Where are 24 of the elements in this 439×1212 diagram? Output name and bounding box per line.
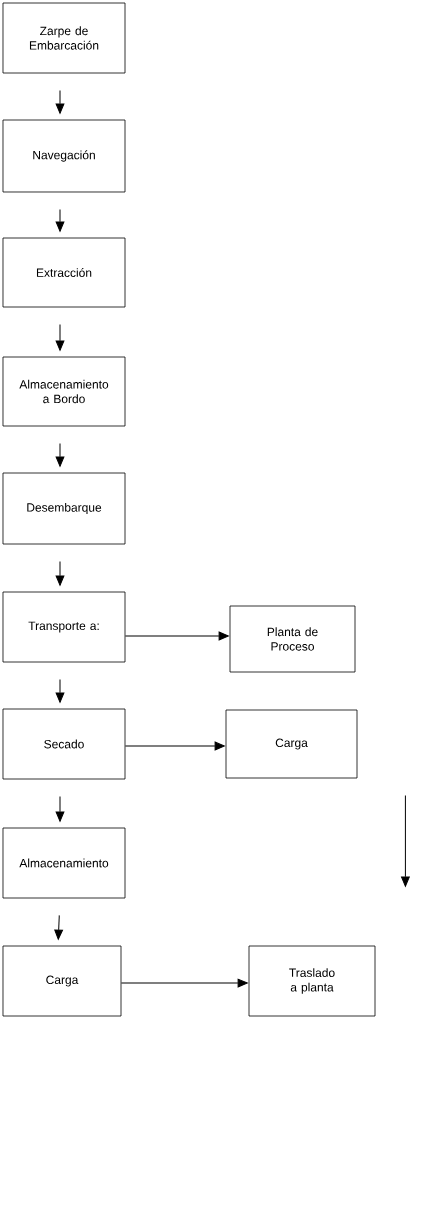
arrow (55, 560, 65, 586)
arrow (120, 978, 248, 988)
process-box: Desembarque (2, 472, 126, 545)
process-box: Carga (2, 945, 122, 1017)
process-box: Zarpe de Embarcación (2, 2, 126, 74)
process-box: Secado (2, 708, 126, 780)
arrow (55, 442, 65, 467)
arrow (55, 208, 65, 232)
process-box: Traslado a planta (248, 945, 376, 1017)
arrow (54, 914, 64, 940)
process-box: Almacenamiento a Bordo (2, 356, 126, 427)
process-box: Transporte a: (2, 591, 126, 663)
arrow (55, 89, 65, 114)
arrow (55, 795, 65, 822)
arrow (124, 741, 225, 751)
arrow (55, 678, 65, 703)
process-box: Extracción (2, 237, 126, 308)
arrow (124, 631, 229, 641)
process-box: Carga (225, 709, 358, 779)
arrow (401, 794, 410, 887)
process-box: Navegación (2, 119, 126, 193)
arrow (55, 323, 65, 351)
process-box: Planta de Proceso (229, 605, 356, 673)
process-box: Almacenamiento (2, 827, 126, 899)
